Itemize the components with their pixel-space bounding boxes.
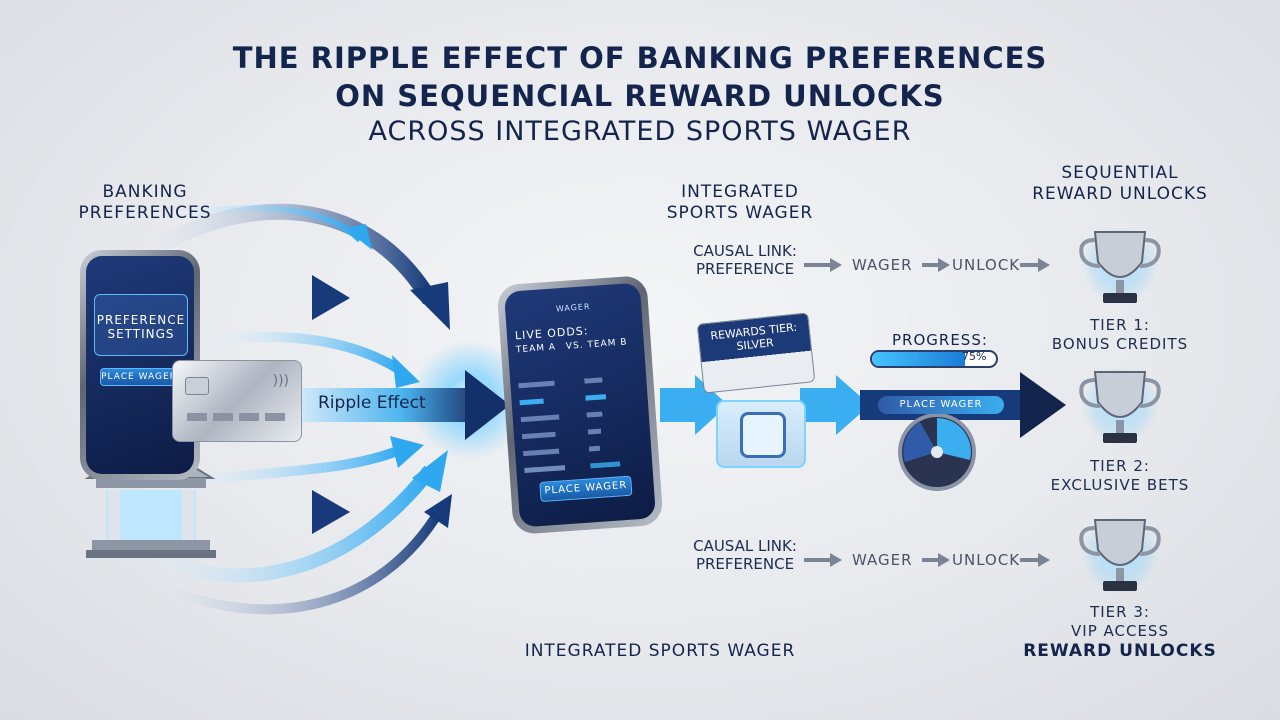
title-line-3: ACROSS INTEGRATED SPORTS WAGER [368,116,912,147]
curve-arrow-bottom2 [168,507,445,615]
curve-arrow-top-head [410,282,450,330]
tier-1-name: TIER 1: [1090,316,1150,334]
causal-bottom-wager: WAGER [852,551,913,569]
straight-arrow-lower-head [312,490,350,534]
wager-phone: WAGER LIVE ODDS: TEAM A VS. TEAM B PLACE… [496,275,664,535]
tier-2: TIER 2: EXCLUSIVE BETS [1030,457,1210,495]
trophy-icon-2 [1079,371,1161,443]
title-line-2: ON SEQUENCIAL REWARD UNLOCKS [335,79,945,113]
straight-arrow-upper-head [312,275,350,320]
team-b: TEAM B [587,337,628,351]
banking-label: BANKING PREFERENCES [70,182,220,224]
card-to-progress-shaft [800,388,840,422]
list-item[interactable] [524,459,645,474]
credit-card: ))) [172,360,302,442]
wager-phone-header: WAGER [555,302,591,314]
contactless-icon: ))) [272,373,289,389]
card-to-progress-head [836,375,870,435]
tier-1: TIER 1: BONUS CREDITS [1030,316,1210,354]
curve-arrow-mid [219,331,403,375]
wager-label-line2: SPORTS WAGER [666,203,814,223]
causal-top-line1: CAUSAL LINK: [693,242,797,260]
causal-bottom-unlock: UNLOCK [952,551,1021,569]
preference-title-line1: PREFERENCE [96,313,186,327]
list-item[interactable] [519,391,640,406]
rewards-bottom-label: REWARD UNLOCKS [1023,641,1217,661]
list-item[interactable] [521,425,642,440]
tier-3: TIER 3: VIP ACCESS [1030,603,1210,641]
banking-label-line1: BANKING [102,182,188,202]
title-line-1: THE RIPPLE EFFECT OF BANKING PREFERENCES [232,41,1048,75]
causal-arrows-top [804,258,1050,272]
curve-arrow-top2-head [345,224,372,250]
dial-gauge [898,413,976,491]
list-item[interactable] [518,374,639,389]
tier-1-desc: BONUS CREDITS [1051,335,1189,353]
wager-to-card-shaft [660,388,700,422]
causal-top-line2: PREFERENCE [695,260,795,278]
tier-2-desc: EXCLUSIVE BETS [1050,476,1190,494]
progress-fill [872,352,965,366]
rewards-tier-card: REWARDS TIER: SILVER [696,312,816,394]
curve-arrow-mid-head [392,355,420,388]
tier-3-name: TIER 3: [1090,603,1150,621]
ripple-effect-label: Ripple Effect [318,393,426,413]
odds-list [517,363,645,485]
wager-label: INTEGRATED SPORTS WAGER [640,182,840,224]
causal-bottom-line2: PREFERENCE [695,555,795,573]
curve-arrow-bottom [157,465,436,583]
wager-bottom-label: INTEGRATED SPORTS WAGER [524,641,796,661]
curve-arrow-low-head [390,436,424,468]
causal-link-bottom: CAUSAL LINK: PREFERENCE [680,537,810,573]
place-wager-bar-button[interactable]: PLACE WAGER [878,396,1004,414]
progress-bar [870,350,998,368]
team-a: TEAM A [515,342,557,356]
rewards-label-line1: SEQUENTIAL [1061,163,1179,183]
preference-title-line2: SETTINGS [107,327,175,341]
curve-arrow-bottom-head [412,450,448,492]
causal-top-unlock: UNLOCK [952,256,1021,274]
card-number-marks [187,413,287,421]
vs-label: VS. [565,340,584,352]
ripple-arrow-head [465,370,510,440]
tier-3-desc: VIP ACCESS [1071,622,1169,640]
progress-value: 75% [962,350,987,363]
rewards-label: SEQUENTIAL REWARD UNLOCKS [1010,163,1230,205]
vault-icon [716,400,806,468]
causal-link-top: CAUSAL LINK: PREFERENCE [680,242,810,278]
progress-label: PROGRESS: [892,331,988,349]
preference-settings-panel: PREFERENCE SETTINGS [94,294,188,356]
banking-place-wager-button[interactable]: PLACE WAGER [100,368,178,386]
curve-arrow-bottom2-head [424,494,452,528]
live-odds-label: LIVE ODDS: [514,324,589,343]
banking-label-line2: PREFERENCES [78,203,212,223]
list-item[interactable] [520,408,641,423]
causal-arrows-bottom [804,553,1050,567]
trophy-icon-3 [1079,519,1161,591]
wager-label-line1: INTEGRATED [681,182,799,202]
causal-top-wager: WAGER [852,256,913,274]
wager-phone-screen: WAGER LIVE ODDS: TEAM A VS. TEAM B PLACE… [503,282,657,528]
causal-bottom-line1: CAUSAL LINK: [693,537,797,555]
trophy-icon-1 [1079,231,1161,303]
list-item[interactable] [523,442,644,457]
ripple-arrow-shaft [300,388,470,422]
card-chip-icon [185,377,209,395]
rewards-label-line2: REWARD UNLOCKS [1032,184,1208,204]
to-rewards-head [1020,372,1066,438]
curve-arrow-low [199,445,402,485]
tier-2-name: TIER 2: [1090,457,1150,475]
